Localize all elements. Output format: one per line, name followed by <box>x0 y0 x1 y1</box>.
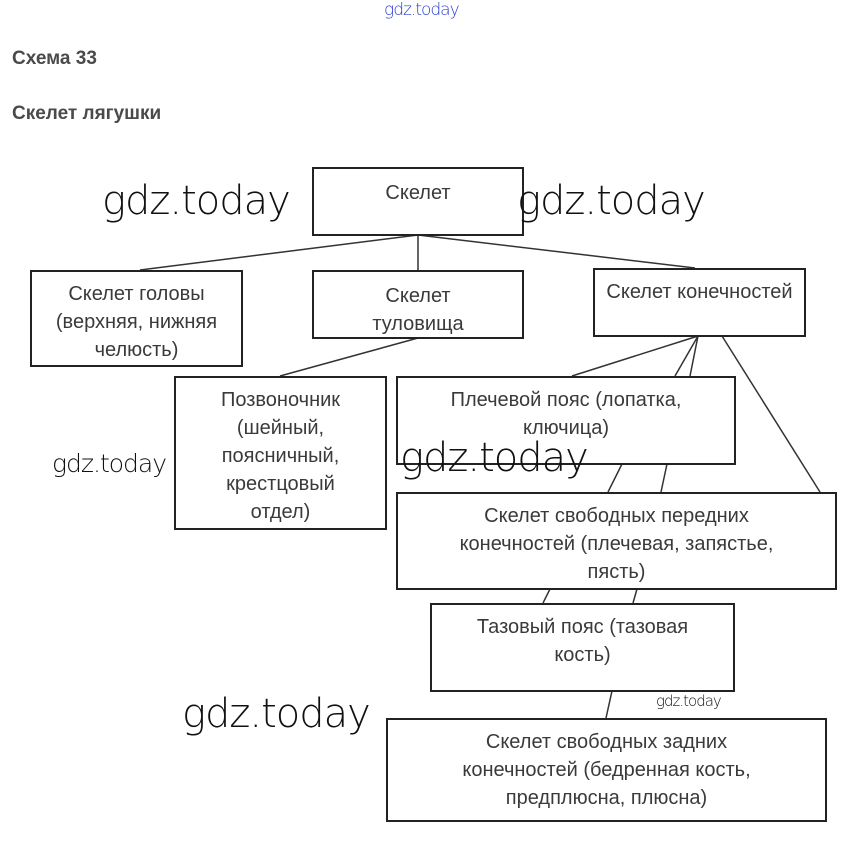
node-shoulder-girdle: Плечевой пояс (лопатка, ключица) <box>396 376 736 465</box>
node-skeleton: Скелет <box>312 167 524 236</box>
node-spine: Позвоночник (шейный, поясничный, крестцо… <box>174 376 387 530</box>
page-title: Скелет лягушки <box>12 103 162 124</box>
watermark: gdz.today <box>656 692 722 710</box>
node-head-skeleton: Скелет головы (верхняя, нижняя челюсть) <box>30 270 243 367</box>
node-front-limbs: Скелет свободных передних конечностей (п… <box>396 492 837 590</box>
node-pelvic-girdle: Тазовый пояс (тазовая кость) <box>430 603 735 692</box>
node-limbs-skeleton: Скелет конечностей <box>593 268 806 337</box>
watermark: gdz.today <box>517 178 706 224</box>
scheme-number: Схема 33 <box>12 48 97 69</box>
watermark: gdz.today <box>182 691 371 737</box>
watermark: gdz.today <box>102 178 291 224</box>
node-hind-limbs: Скелет свободных задних конечностей (бед… <box>386 718 827 822</box>
node-trunk-skeleton: Скелет туловища <box>312 270 524 339</box>
watermark: gdz.today <box>52 449 167 478</box>
watermark-top: gdz.today <box>384 0 460 20</box>
watermark: gdz.today <box>400 435 589 481</box>
